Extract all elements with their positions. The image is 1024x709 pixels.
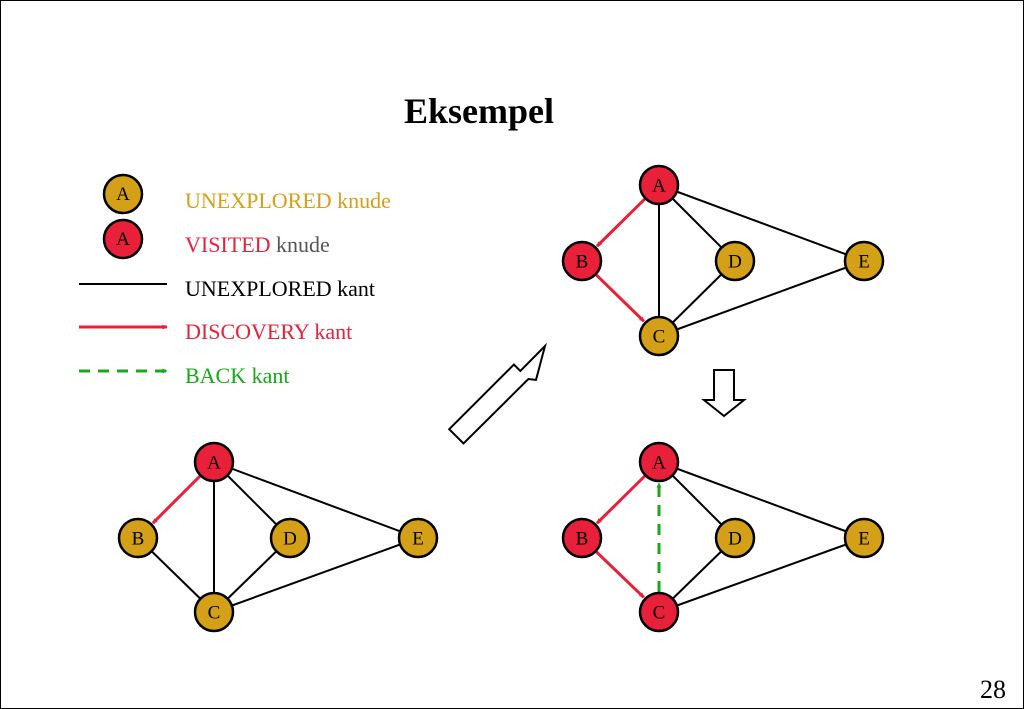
edge-B-C-discovery (595, 550, 645, 599)
legend-visited-node-label: VISITED knude (185, 232, 330, 257)
edge-A-E-unexplored (658, 461, 865, 539)
node-E-unexplored (397, 517, 439, 559)
node-label-B: B (132, 529, 145, 550)
node-E-unexplored (843, 240, 885, 282)
arrow-up-right-icon (447, 342, 547, 445)
graph-step-3: A B C D E (561, 441, 885, 633)
node-D-unexplored (714, 240, 756, 282)
node-A-visited (638, 441, 680, 483)
edge-A-B-discovery (595, 474, 646, 525)
node-C-visited (638, 591, 680, 633)
legend-back-edge: BACK kant (79, 363, 290, 388)
node-A-visited (638, 164, 680, 206)
node-D-unexplored (269, 517, 311, 559)
graph-step-1: A B C D E (117, 441, 439, 633)
node-D-unexplored (714, 517, 756, 559)
graph-step-2: A B C D E (561, 164, 885, 357)
legend-unexplored-node-label: UNEXPLORED knude (185, 188, 391, 213)
edge-C-E-unexplored (213, 537, 419, 613)
node-label-E: E (412, 529, 424, 550)
node-label-A: A (652, 176, 666, 197)
node-B-visited (561, 240, 603, 282)
page-number: 28 (980, 675, 1006, 704)
legend-unexplored-node-sample-label: A (116, 184, 130, 205)
node-label-E: E (858, 529, 870, 550)
node-label-B: B (576, 252, 589, 273)
legend-unexplored-edge-label: UNEXPLORED kant (185, 276, 375, 301)
node-label-A: A (652, 453, 666, 474)
legend-visited-node-sample (102, 218, 144, 260)
legend-visited-node: A VISITED knude (102, 218, 330, 260)
node-label-C: C (208, 603, 221, 624)
node-C-unexplored (638, 315, 680, 357)
legend-visited-rest: knude (271, 232, 330, 257)
legend-unexplored-node: A UNEXPLORED knude (102, 173, 391, 215)
legend-unexplored-node-sample (102, 173, 144, 215)
node-C-unexplored (193, 591, 235, 633)
legend-visited-node-sample-label: A (116, 229, 130, 250)
legend-discovery-edge-label: DISCOVERY kant (185, 319, 352, 344)
legend-unexplored-edge: UNEXPLORED kant (79, 276, 375, 301)
legend-discovery-edge: DISCOVERY kant (79, 319, 352, 344)
edge-C-E-unexplored (658, 260, 865, 337)
edge-A-B-discovery (595, 197, 646, 248)
legend-visited-word: VISITED (185, 232, 271, 257)
node-label-D: D (728, 252, 742, 273)
node-label-C: C (653, 327, 666, 348)
node-B-visited (561, 517, 603, 559)
arrow-down-icon (701, 369, 747, 418)
legend-back-edge-label: BACK kant (185, 363, 290, 388)
edge-A-E-unexplored (213, 461, 419, 539)
node-label-D: D (283, 529, 297, 550)
node-E-unexplored (843, 517, 885, 559)
node-B-unexplored (117, 517, 159, 559)
edge-C-E-unexplored (658, 537, 865, 613)
edge-A-B-discovery (151, 475, 201, 525)
page-title: Eksempel (404, 91, 554, 131)
node-label-E: E (858, 252, 870, 273)
node-label-A: A (207, 453, 221, 474)
edge-A-E-unexplored (658, 184, 865, 262)
node-A-visited (193, 441, 235, 483)
node-label-B: B (576, 529, 589, 550)
node-label-C: C (653, 603, 666, 624)
node-label-D: D (728, 529, 742, 550)
edge-B-C-discovery (595, 273, 646, 323)
legend: A UNEXPLORED knude A VISITED knude UNEXP… (79, 173, 391, 388)
